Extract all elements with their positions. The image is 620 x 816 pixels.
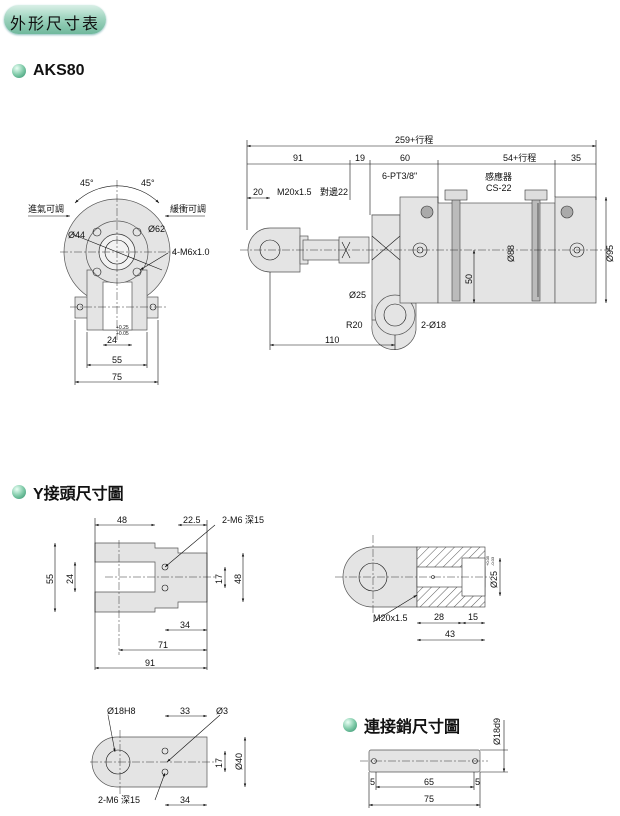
dim-55: 55 bbox=[45, 574, 55, 584]
side-view: 259+行程 91 19 60 54+行程 35 20 M20x1.5 對邊22… bbox=[240, 134, 615, 350]
dim-5-right: 5 bbox=[475, 777, 480, 787]
dim-22-5: 22.5 bbox=[183, 515, 201, 525]
y-joint-top-view: Ø18H8 33 Ø3 17 Ø40 2-M6 深15 34 bbox=[90, 706, 247, 807]
dim-48-height: 48 bbox=[233, 574, 243, 584]
dim-54-stroke: 54+行程 bbox=[503, 152, 536, 163]
dim-55: 55 bbox=[112, 355, 122, 365]
front-view: 45° 45° 進氣可調 緩衝可調 Ø44 Ø62 4-M6x1.0 +0.25… bbox=[28, 178, 210, 385]
dim-20: 20 bbox=[253, 187, 263, 197]
dia3-label: Ø3 bbox=[216, 706, 228, 716]
section-title: Y接頭尺寸圖 bbox=[33, 486, 124, 503]
sensor-model-label: CS-22 bbox=[486, 183, 512, 193]
sensor-label: 感應器 bbox=[485, 171, 512, 182]
thread-m20-label: M20x1.5 bbox=[373, 613, 408, 623]
dim-24: 24 bbox=[65, 574, 75, 584]
dim-28: 28 bbox=[434, 612, 444, 622]
dia18d9-label: Ø18d9 bbox=[492, 718, 502, 745]
tolerance-lower: +0.05 bbox=[116, 331, 129, 337]
m6-label: 2-M6 深15 bbox=[98, 795, 140, 805]
section-y-joint: Y接頭尺寸圖 bbox=[12, 480, 124, 504]
dim-17: 17 bbox=[214, 574, 224, 584]
tolerance-upper: +0.05 bbox=[485, 555, 490, 566]
dim-34: 34 bbox=[180, 795, 190, 805]
dia88-label: Ø88 bbox=[506, 245, 516, 262]
clevis-section-view: Ø25 +0.05 -0.03 M20x1.5 28 15 43 bbox=[335, 535, 502, 642]
dim-50: 50 bbox=[464, 274, 474, 284]
section-pin: 連接銷尺寸圖 bbox=[343, 713, 460, 737]
dim-60: 60 bbox=[400, 153, 410, 163]
dim-33: 33 bbox=[180, 706, 190, 716]
dim-75: 75 bbox=[112, 372, 122, 382]
cushion-adjust-label: 緩衝可調 bbox=[170, 203, 206, 214]
dim-75: 75 bbox=[424, 794, 434, 804]
dim-91: 91 bbox=[145, 658, 155, 668]
dia18-label: Ø18H8 bbox=[107, 706, 136, 716]
dim-71: 71 bbox=[158, 640, 168, 650]
y-joint-view: 48 22.5 2-M6 深15 55 24 17 48 34 71 91 bbox=[45, 515, 264, 670]
dia25-label: Ø25 bbox=[489, 571, 499, 588]
angle-right-label: 45° bbox=[141, 178, 155, 188]
dim-43: 43 bbox=[445, 629, 455, 639]
dim-65: 65 bbox=[424, 777, 434, 787]
page-title: 外形尺寸表 bbox=[9, 16, 100, 33]
dia95-label: Ø95 bbox=[605, 245, 615, 262]
port-label: 6-PT3/8" bbox=[382, 171, 417, 181]
angle-left-label: 45° bbox=[80, 178, 94, 188]
dim-19: 19 bbox=[355, 153, 365, 163]
tolerance-lower: -0.03 bbox=[490, 556, 495, 566]
thread-m20-label: M20x1.5 bbox=[277, 187, 312, 197]
section-aks80: AKS80 bbox=[12, 62, 85, 80]
dim-110: 110 bbox=[325, 335, 339, 345]
dia62-label: Ø62 bbox=[148, 224, 165, 234]
dim-91: 91 bbox=[293, 153, 303, 163]
dim-5-left: 5 bbox=[370, 777, 375, 787]
pin-view: Ø18d9 5 65 5 75 bbox=[360, 718, 508, 808]
section-title: 連接銷尺寸圖 bbox=[364, 719, 461, 736]
dim-35: 35 bbox=[571, 153, 581, 163]
dim-17: 17 bbox=[214, 758, 224, 768]
dia25-label: Ø25 bbox=[349, 290, 366, 300]
dim-15: 15 bbox=[468, 612, 478, 622]
dia40-label: Ø40 bbox=[234, 753, 244, 770]
thread-label: 4-M6x1.0 bbox=[172, 247, 210, 257]
m6-label: 2-M6 深15 bbox=[222, 515, 264, 525]
flat22-label: 對邊22 bbox=[320, 186, 348, 197]
bullet-icon bbox=[343, 718, 357, 732]
dia44-label: Ø44 bbox=[68, 230, 85, 240]
dim-48: 48 bbox=[117, 515, 127, 525]
dim-total-length: 259+行程 bbox=[395, 134, 433, 145]
bullet-icon bbox=[12, 485, 26, 499]
r20-label: R20 bbox=[346, 320, 363, 330]
dim-34: 34 bbox=[180, 620, 190, 630]
inlet-adjust-label: 進氣可調 bbox=[28, 203, 64, 214]
section-title: AKS80 bbox=[33, 62, 85, 79]
holes-label: 2-Ø18 bbox=[421, 320, 446, 330]
bullet-icon bbox=[12, 64, 26, 78]
section-header-pill: 外形尺寸表 bbox=[4, 5, 106, 34]
tolerance-upper: +0.25 bbox=[116, 325, 129, 331]
dim-24: 24 bbox=[107, 335, 117, 345]
